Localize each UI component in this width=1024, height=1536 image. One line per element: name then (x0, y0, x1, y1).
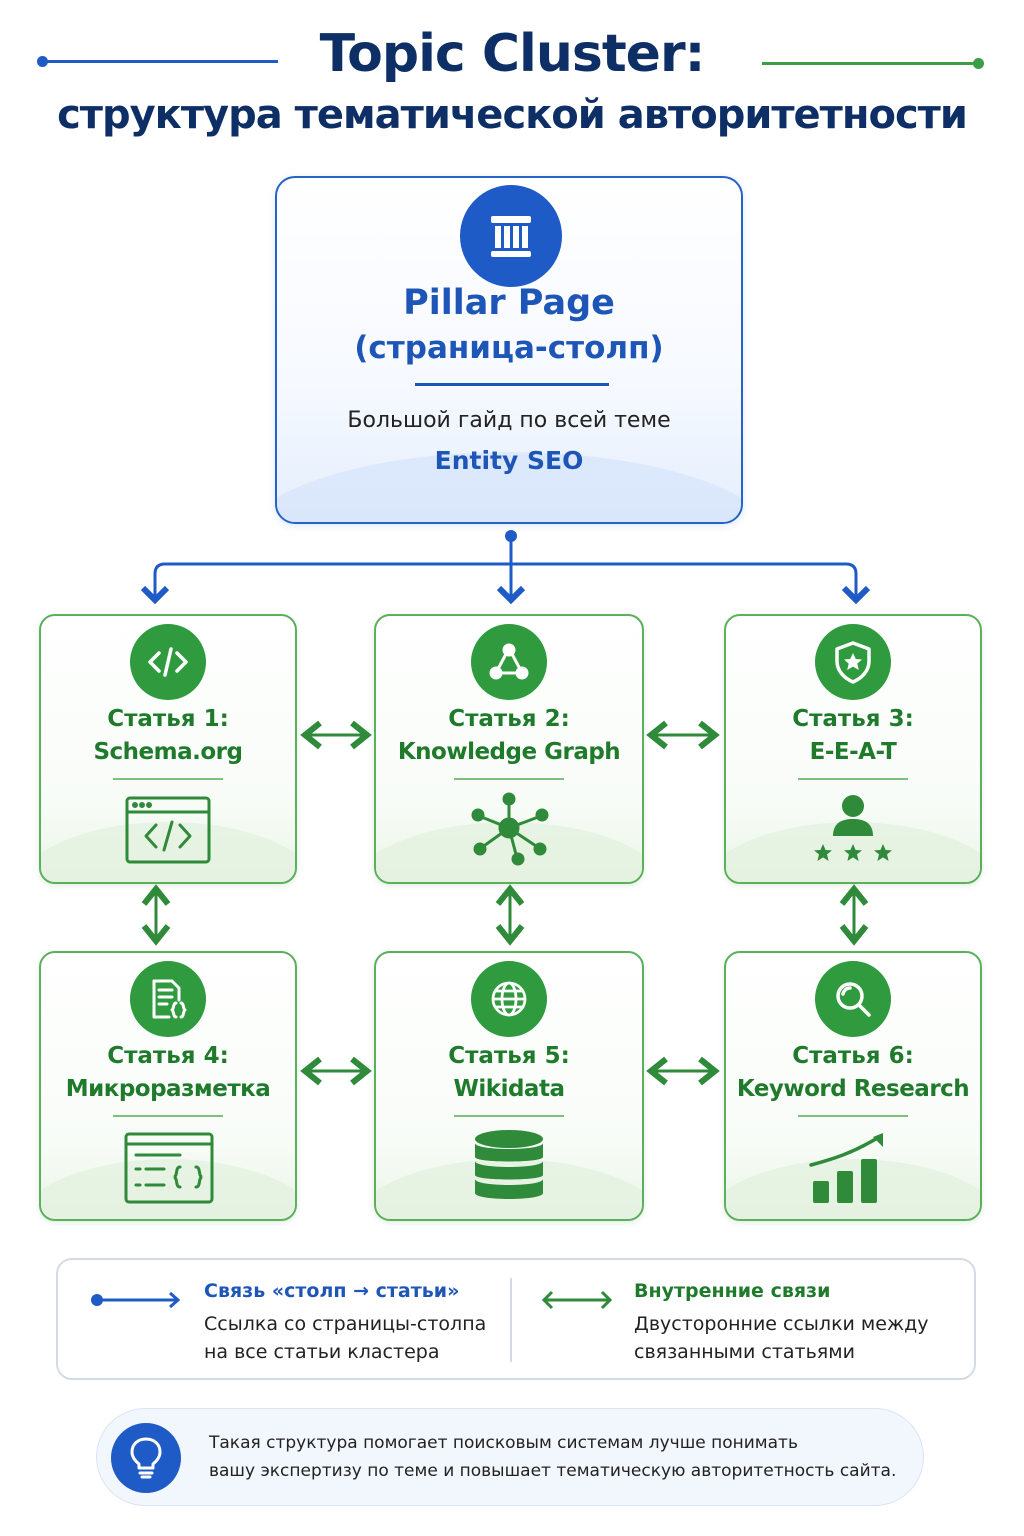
card-divider (113, 1115, 223, 1117)
legend-pillar-link-desc-2: на все статьи кластера (204, 1341, 440, 1363)
pillar-to-articles-links (140, 530, 871, 605)
title-left-dot (37, 56, 48, 67)
pillar-divider (415, 383, 609, 386)
article-card-2: Статья 2: Knowledge Graph (374, 614, 644, 884)
code-icon (130, 624, 206, 700)
card-divider (113, 778, 223, 780)
article-card-6: Статья 6: Keyword Research (724, 951, 982, 1221)
pillar-title: Pillar Page (403, 283, 615, 323)
page-title: Topic Cluster: (319, 24, 706, 84)
shield-star-icon (815, 624, 891, 700)
growth-chart-icon (803, 1129, 903, 1207)
page-subtitle: структура тематической авторитетности (57, 92, 968, 138)
pillar-description: Большой гайд по всей теме (347, 408, 671, 433)
internal-link-legend-arrow (541, 1290, 613, 1310)
article-name: Wikidata (453, 1076, 565, 1102)
graph-nodes-icon (471, 624, 547, 700)
title-right-line (762, 62, 976, 65)
title-right-dot (973, 58, 984, 69)
article-name: Knowledge Graph (397, 739, 621, 765)
pillar-page-card: Pillar Page (страница-столп) Большой гай… (275, 176, 743, 524)
legend-pillar-link-title: Связь «столп → статьи» (204, 1280, 460, 1302)
article-label: Статья 5: (448, 1043, 570, 1069)
article-name: Микроразметка (65, 1076, 271, 1102)
article-label: Статья 3: (792, 706, 914, 732)
document-code-icon (130, 961, 206, 1037)
card-divider (454, 778, 564, 780)
pillar-topic: Entity SEO (434, 446, 584, 475)
legend-panel: Связь «столп → статьи» Ссылка со страниц… (56, 1258, 976, 1380)
legend-separator (510, 1278, 512, 1362)
card-divider (454, 1115, 564, 1117)
article-label: Статья 6: (792, 1043, 914, 1069)
network-hub-icon (459, 792, 559, 870)
pillar-column-icon (460, 185, 562, 287)
article-card-4: Статья 4: Микроразметка (39, 951, 297, 1221)
pillar-link-legend-arrow (91, 1291, 181, 1309)
article-label: Статья 4: (107, 1043, 229, 1069)
database-icon (459, 1129, 559, 1207)
article-card-5: Статья 5: Wikidata (374, 951, 644, 1221)
note-text: Такая структура помогает поисковым систе… (209, 1429, 899, 1485)
card-divider (798, 1115, 908, 1117)
person-stars-icon (803, 792, 903, 870)
globe-icon (471, 961, 547, 1037)
article-label: Статья 2: (448, 706, 570, 732)
pillar-subtitle: (страница-столп) (354, 330, 664, 366)
article-name: E-E-A-T (809, 739, 897, 765)
legend-internal-link-desc-1: Двусторонние ссылки между (634, 1313, 929, 1335)
info-note: Такая структура помогает поисковым систе… (96, 1408, 924, 1506)
note-line-1: Такая структура помогает поисковым систе… (209, 1433, 798, 1453)
legend-internal-link-title: Внутренние связи (634, 1280, 831, 1302)
article-card-1: Статья 1: Schema.org (39, 614, 297, 884)
legend-internal-link-desc-2: связанными статьями (634, 1341, 855, 1363)
browser-code-icon (118, 792, 218, 870)
search-icon (815, 961, 891, 1037)
note-line-2: вашу экспертизу по теме и повышает темат… (209, 1461, 897, 1481)
title-left-line (45, 60, 278, 63)
legend-pillar-link-desc-1: Ссылка со страницы-столпа (204, 1313, 487, 1335)
code-window-icon (118, 1129, 218, 1207)
article-name: Keyword Research (736, 1076, 970, 1102)
article-name: Schema.org (93, 739, 243, 765)
card-divider (798, 778, 908, 780)
pillar-link-branch (153, 562, 858, 600)
article-label: Статья 1: (107, 706, 229, 732)
lightbulb-icon (111, 1423, 181, 1493)
internal-links (141, 720, 869, 1086)
article-card-3: Статья 3: E-E-A-T (724, 614, 982, 884)
